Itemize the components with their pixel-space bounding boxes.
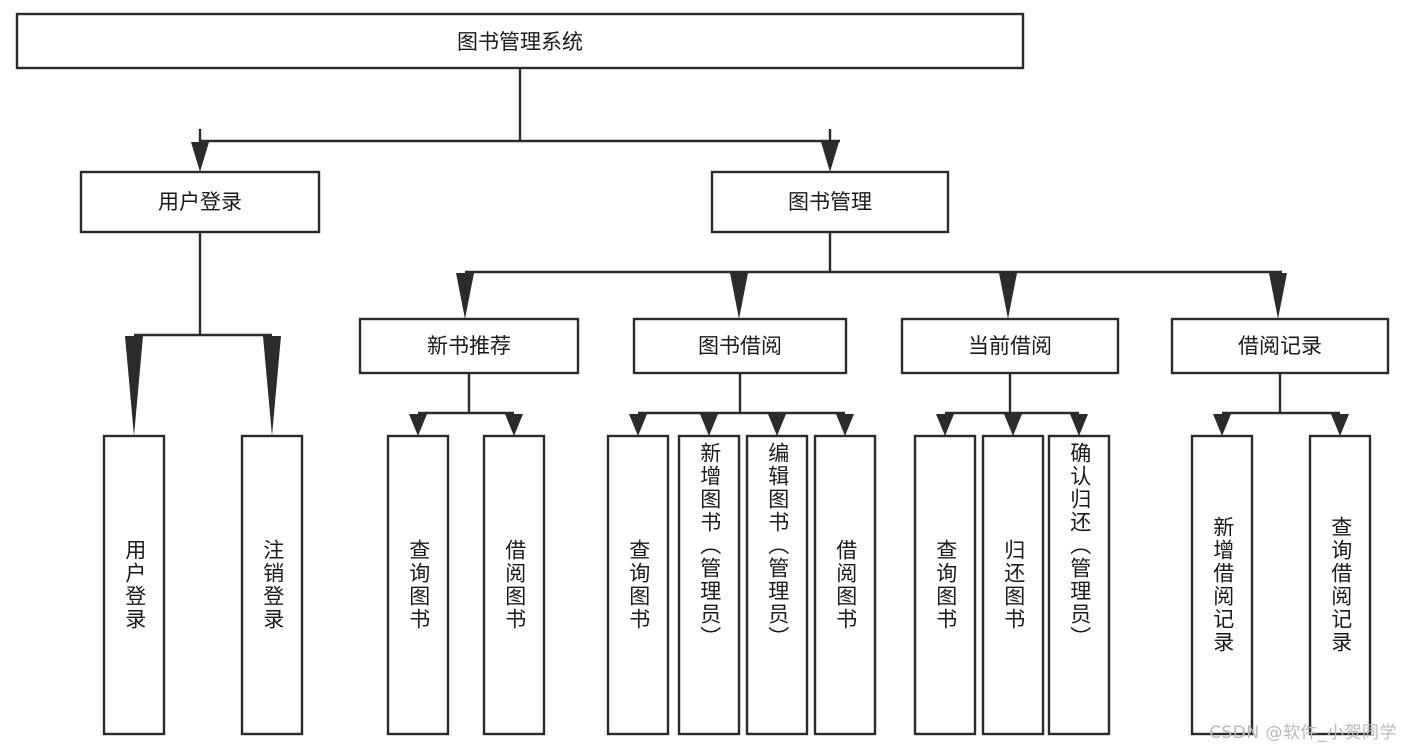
arrow-head-leaf-return-book bbox=[1004, 414, 1022, 436]
node-current-borrow-box[interactable] bbox=[900, 317, 1120, 375]
node-new-book-recommend[interactable]: 新书推荐 bbox=[358, 317, 580, 375]
leaf-boxes-group bbox=[102, 434, 1372, 736]
node-root-box[interactable] bbox=[15, 12, 1025, 70]
arrow-head-leaf-confirm-return-admin bbox=[1070, 414, 1088, 436]
node-book-borrow-box[interactable] bbox=[632, 317, 848, 375]
arrow-head-leaf-add-book-admin bbox=[700, 414, 718, 436]
arrow-head-current-borrow bbox=[999, 273, 1017, 319]
edge-group-root-to-level2 bbox=[191, 68, 840, 172]
edge-group-borrowrecord-to-leaves bbox=[1213, 373, 1349, 436]
arrow-head-leaf-query-book-borrow bbox=[629, 414, 647, 436]
node-current-borrow-label: 当前借阅 bbox=[968, 334, 1052, 358]
node-leaf-borrow-book-rec-box[interactable] bbox=[482, 434, 546, 736]
edge-group-newbook-to-leaves bbox=[409, 373, 523, 436]
node-leaf-add-book-admin-box[interactable] bbox=[677, 434, 741, 736]
arrow-head-leaf-user-login bbox=[125, 336, 143, 436]
node-borrow-record[interactable]: 借阅记录 bbox=[1170, 317, 1390, 375]
node-book-borrow-label: 图书借阅 bbox=[698, 334, 782, 358]
edge-group-userlogin-to-leaves bbox=[125, 232, 281, 436]
node-leaf-query-book-borrow-box[interactable] bbox=[606, 434, 670, 736]
arrow-head-leaf-edit-book-admin bbox=[768, 414, 786, 436]
arrow-head-leaf-query-book-rec bbox=[409, 414, 427, 436]
arrow-head-leaf-borrow-book bbox=[836, 414, 854, 436]
node-book-manage-box[interactable] bbox=[710, 170, 950, 234]
arrow-head-leaf-user-logout bbox=[263, 336, 281, 436]
node-book-manage[interactable]: 图书管理 bbox=[710, 170, 950, 234]
node-leaf-edit-book-admin-box[interactable] bbox=[745, 434, 809, 736]
node-leaf-query-book-current-box[interactable] bbox=[913, 434, 977, 736]
node-book-manage-label: 图书管理 bbox=[788, 190, 872, 214]
arrow-head-leaf-add-borrow-record bbox=[1213, 414, 1231, 436]
node-leaf-confirm-return-admin-box[interactable] bbox=[1047, 434, 1111, 736]
arrow-head-borrow-record bbox=[1269, 273, 1287, 319]
arrow-head-new-book-recommend bbox=[456, 273, 474, 319]
node-leaf-borrow-book-box[interactable] bbox=[813, 434, 877, 736]
node-user-login-box[interactable] bbox=[79, 170, 321, 234]
node-new-book-recommend-label: 新书推荐 bbox=[427, 334, 511, 358]
node-user-login-label: 用户登录 bbox=[158, 190, 242, 214]
node-current-borrow[interactable]: 当前借阅 bbox=[900, 317, 1120, 375]
node-leaf-user-login-box[interactable] bbox=[102, 434, 166, 736]
node-leaf-query-borrow-record-box[interactable] bbox=[1308, 434, 1372, 736]
edge-group-currentborrow-to-leaves bbox=[936, 373, 1088, 436]
arrow-head-book-borrow bbox=[730, 273, 748, 319]
edge-group-bookmanage-to-level3 bbox=[456, 232, 1287, 319]
arrow-head-leaf-query-borrow-record bbox=[1331, 414, 1349, 436]
node-leaf-return-book-box[interactable] bbox=[981, 434, 1045, 736]
node-root[interactable]: 图书管理系统 bbox=[15, 12, 1025, 70]
node-leaf-query-book-rec-box[interactable] bbox=[386, 434, 450, 736]
arrow-head-book-manage bbox=[821, 142, 839, 172]
node-root-label: 图书管理系统 bbox=[457, 30, 583, 54]
node-leaf-user-logout-box[interactable] bbox=[240, 434, 304, 736]
arrow-head-leaf-query-book-current bbox=[936, 414, 954, 436]
edge-group-bookborrow-to-leaves bbox=[629, 373, 854, 436]
node-new-book-recommend-box[interactable] bbox=[358, 317, 580, 375]
arrow-head-user-login bbox=[191, 142, 209, 172]
node-borrow-record-box[interactable] bbox=[1170, 317, 1390, 375]
arrow-head-leaf-borrow-book-rec bbox=[505, 414, 523, 436]
node-book-borrow[interactable]: 图书借阅 bbox=[632, 317, 848, 375]
node-user-login[interactable]: 用户登录 bbox=[79, 170, 321, 234]
node-borrow-record-label: 借阅记录 bbox=[1238, 334, 1322, 358]
node-leaf-add-borrow-record-box[interactable] bbox=[1190, 434, 1254, 736]
